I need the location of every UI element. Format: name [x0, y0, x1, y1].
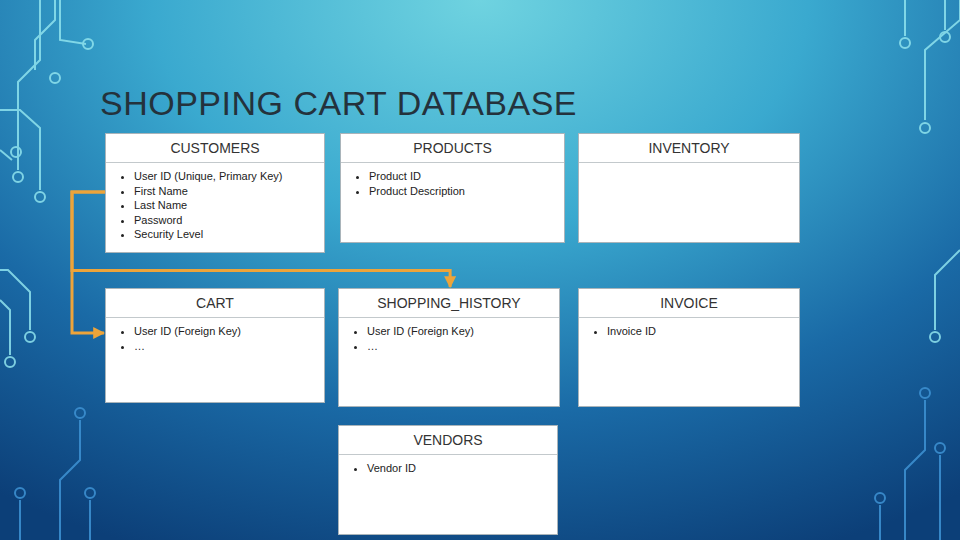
field-name: User ID (Foreign Key)	[134, 324, 316, 339]
table-box: INVENTORY	[578, 133, 800, 243]
field-name: User ID (Foreign Key)	[367, 324, 551, 339]
field-name: Product Description	[369, 184, 556, 199]
field-list: Invoice ID	[579, 318, 799, 345]
field-list: User ID (Unique, Primary Key)First NameL…	[106, 163, 324, 248]
relationship-connector	[72, 192, 105, 333]
field-name: Vendor ID	[367, 461, 549, 476]
field-list: User ID (Foreign Key)…	[339, 318, 559, 359]
table-name: PRODUCTS	[341, 134, 564, 163]
field-list: Product IDProduct Description	[341, 163, 564, 204]
field-name: First Name	[134, 184, 316, 199]
field-name: …	[134, 339, 316, 354]
table-box: INVOICE Invoice ID	[578, 288, 800, 407]
field-name: Last Name	[134, 198, 316, 213]
table-box: VENDORS Vendor ID	[338, 425, 558, 535]
table-name: CUSTOMERS	[106, 134, 324, 163]
table-name: INVENTORY	[579, 134, 799, 163]
table-name: CART	[106, 289, 324, 318]
table-box: PRODUCTSProduct IDProduct Description	[340, 133, 565, 243]
table-name: INVOICE	[579, 289, 799, 318]
table-box: SHOPPING_HISTORYUser ID (Foreign Key)…	[338, 288, 560, 407]
field-name: Security Level	[134, 227, 316, 242]
table-box: CARTUser ID (Foreign Key)…	[105, 288, 325, 403]
field-name: Product ID	[369, 169, 556, 184]
field-name: User ID (Unique, Primary Key)	[134, 169, 316, 184]
field-name: Invoice ID	[607, 324, 791, 339]
table-name: SHOPPING_HISTORY	[339, 289, 559, 318]
field-list: User ID (Foreign Key)…	[106, 318, 324, 359]
table-name: VENDORS	[339, 426, 557, 455]
field-name: …	[367, 339, 551, 354]
table-box: CUSTOMERSUser ID (Unique, Primary Key)Fi…	[105, 133, 325, 253]
slide-title: SHOPPING CART DATABASE	[100, 84, 577, 123]
field-list: Vendor ID	[339, 455, 557, 482]
field-name: Password	[134, 213, 316, 228]
